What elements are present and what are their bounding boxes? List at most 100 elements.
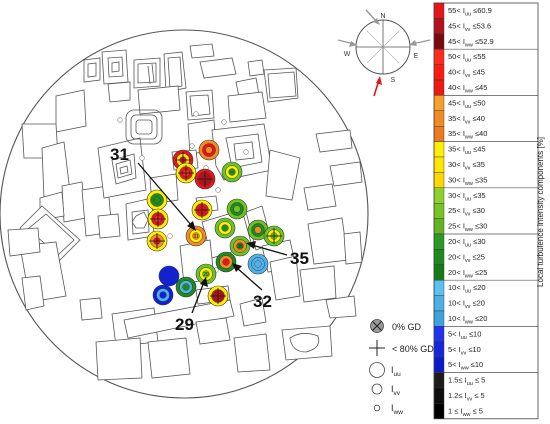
color-bar-range-label: 5< Iww ≤10 — [448, 360, 483, 372]
building — [7, 227, 41, 257]
point-iww-dot — [165, 272, 173, 280]
ring-building-inner — [135, 119, 153, 135]
building — [307, 217, 349, 265]
measurement-point: 31 — [185, 225, 207, 247]
building — [95, 337, 143, 381]
grid-marker — [243, 149, 249, 155]
building — [315, 129, 353, 153]
callout-arrowhead-29 — [200, 277, 208, 287]
color-bar-swatch — [433, 141, 445, 158]
point-iww-dot — [254, 226, 262, 234]
measurement-point — [191, 199, 213, 221]
color-bar-swatch — [433, 341, 445, 358]
point-iww-dot — [205, 146, 213, 154]
measurement-point — [226, 198, 248, 220]
ring-building-mid — [130, 114, 158, 140]
gd80-label: < 80% GD — [392, 344, 434, 354]
color-bar-swatch — [433, 387, 445, 404]
color-bar-swatch — [433, 249, 445, 265]
color-bar-swatch — [433, 2, 445, 19]
building — [265, 149, 301, 201]
building — [111, 61, 120, 73]
point-id-label: 29 — [203, 272, 209, 278]
color-bar-swatch — [433, 156, 445, 173]
building — [147, 337, 191, 379]
wind-arrowhead-south-highlight — [376, 76, 382, 85]
building — [167, 56, 183, 89]
compass-east-label: E — [414, 53, 419, 60]
callout-arrowhead-32 — [232, 263, 242, 272]
color-bar-range-label: 40< Iww ≤45 — [448, 83, 487, 95]
building — [325, 295, 357, 319]
color-bar-range-label: 25< Iww ≤30 — [448, 222, 487, 234]
color-bar-swatch — [433, 310, 445, 327]
point-iww-dot — [182, 283, 190, 291]
point-iww-dot — [221, 224, 229, 232]
building-detail — [147, 63, 155, 85]
color-bar-swatch — [433, 95, 445, 112]
iuu-symbol — [369, 362, 385, 378]
color-bar-swatch — [433, 280, 445, 296]
ivv-symbol — [371, 383, 383, 395]
gd0-symbol-cross — [372, 321, 382, 331]
ivv-label: Ivv — [391, 384, 401, 397]
symbol-key: 0% GD < 80% GD Iuu Ivv Iww — [369, 319, 434, 416]
measurement-point — [152, 284, 174, 306]
grid-marker — [221, 119, 227, 125]
measurement-point — [175, 162, 197, 184]
color-bar-range-label: 40< Ivv ≤45 — [448, 68, 485, 80]
building — [195, 317, 231, 345]
point-iww-dot — [192, 232, 200, 240]
iww-label: Iww — [391, 403, 403, 416]
color-bar-range-label: 35< Iww ≤40 — [448, 129, 487, 141]
color-bar-range-label: 30< Ivv ≤35 — [448, 160, 485, 172]
callout-label-29: 29 — [175, 315, 194, 334]
point-id-label: 31 — [193, 234, 199, 240]
point-iww-dot — [254, 260, 262, 268]
measurement-point — [198, 139, 220, 161]
measurement-point — [263, 225, 285, 247]
measurement-point — [215, 251, 237, 273]
building — [329, 161, 363, 187]
color-bar-swatch — [433, 403, 445, 419]
ring-building-outer — [125, 109, 163, 145]
building — [269, 255, 301, 301]
building — [55, 89, 87, 133]
grid-marker — [189, 143, 195, 149]
color-bar-swatch — [433, 110, 445, 127]
color-bar-range-label: 5< Ivv ≤10 — [448, 345, 481, 357]
callout-line-35 — [251, 244, 288, 256]
building — [189, 43, 215, 59]
color-bar-range-label: 20< Iuu ≤30 — [448, 237, 486, 249]
wind-compass: N E S W — [337, 9, 431, 97]
color-bar-swatch — [433, 49, 445, 65]
wind-arrowhead-east — [409, 40, 417, 46]
color-bar-swatch — [433, 125, 445, 142]
color-bar-range-label: 45< Iuu ≤50 — [448, 98, 486, 110]
building — [267, 71, 297, 99]
callout-label-35: 35 — [290, 249, 309, 268]
color-bar-range-label: 30< Iww ≤35 — [448, 175, 487, 187]
gd0-label: 0% GD — [392, 322, 422, 332]
point-iww-dot — [236, 242, 244, 250]
color-bar-swatch — [433, 18, 445, 34]
measurement-point — [247, 253, 269, 275]
color-bar-legend: 55< Iuu ≤60.945< Ivv ≤53.645< Iww ≤52.95… — [433, 2, 539, 420]
point-iww-dot — [222, 258, 230, 266]
building-stadium-inner — [289, 333, 320, 353]
building-star-shape — [131, 211, 149, 229]
measurement-point — [194, 168, 216, 190]
color-bar-range-label: 10< Ivv ≤20 — [448, 299, 485, 311]
point-id-label: 35 — [237, 244, 243, 250]
measurement-point — [146, 230, 168, 252]
building — [247, 59, 265, 77]
color-bar-title: Local turbulence intensity components [%… — [536, 137, 545, 287]
building — [79, 297, 103, 321]
measurement-point — [214, 217, 236, 239]
color-bar-swatch — [433, 233, 445, 250]
color-bar-swatch — [433, 64, 445, 81]
grid-marker — [193, 111, 199, 117]
color-bar-range-label: 1.2≤ Ivv ≤ 5 — [448, 391, 485, 403]
callouts: 31 29 32 35 — [110, 145, 309, 334]
iww-symbol — [373, 404, 381, 412]
